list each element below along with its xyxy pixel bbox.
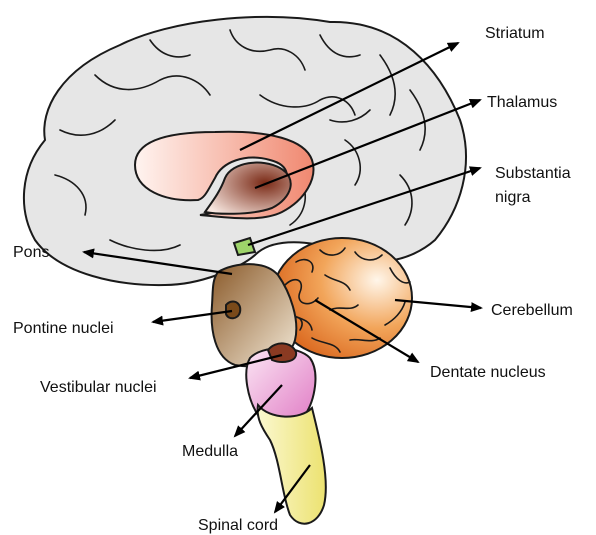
label-striatum: Striatum — [485, 25, 545, 42]
label-pons: Pons — [13, 244, 49, 261]
label-thalamus: Thalamus — [487, 94, 557, 111]
vestibular-nuclei — [268, 343, 296, 362]
label-pontine-nuclei: Pontine nuclei — [13, 320, 114, 337]
spinal-cord — [258, 405, 326, 524]
label-vestibular-nuclei: Vestibular nuclei — [40, 379, 157, 396]
label-substantia-nigra-line1: Substantia — [495, 165, 571, 182]
label-substantia-nigra-line2: nigra — [495, 189, 531, 206]
label-spinal-cord: Spinal cord — [198, 517, 278, 534]
label-cerebellum: Cerebellum — [491, 302, 573, 319]
label-dentate-nucleus: Dentate nucleus — [430, 364, 546, 381]
label-medulla: Medulla — [182, 443, 238, 460]
pontine-nuclei — [226, 301, 240, 318]
